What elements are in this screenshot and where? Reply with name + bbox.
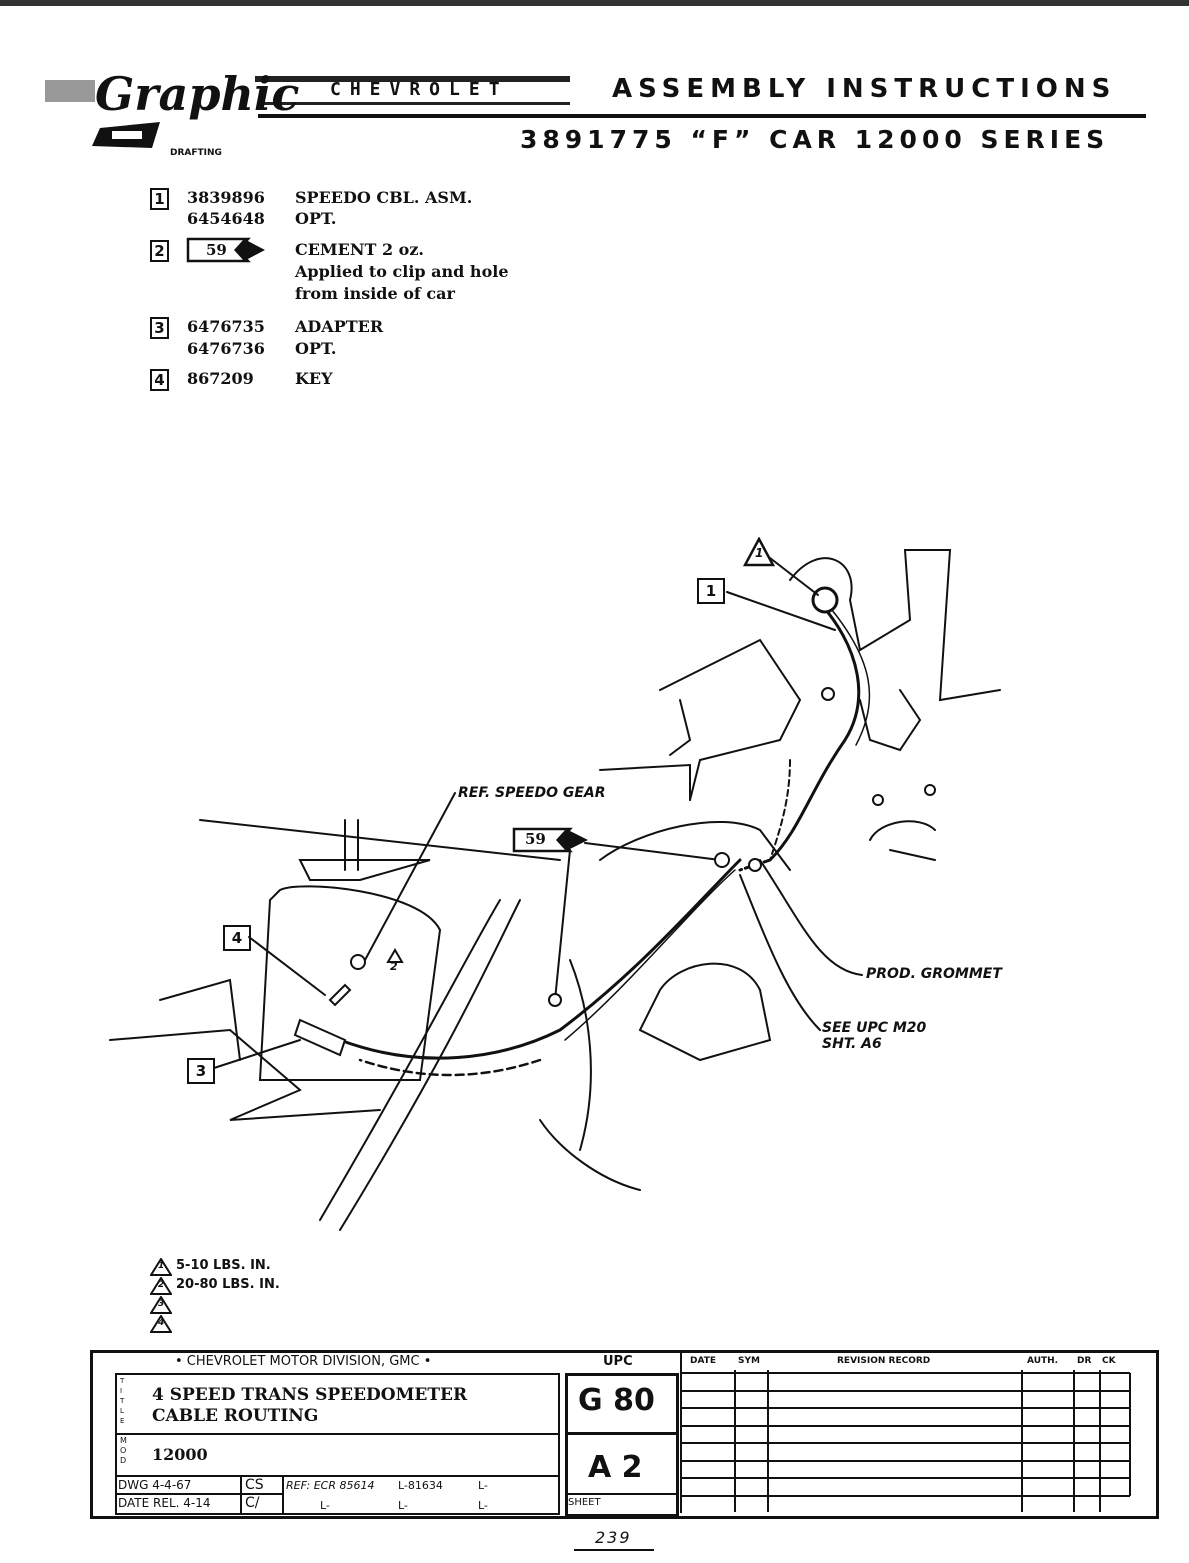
torque-1-triangle-icon xyxy=(743,537,775,567)
triangle-4-icon xyxy=(150,1315,172,1333)
rev-header-record: REVISION RECORD xyxy=(837,1356,931,1366)
part-description: Applied to clip and hole xyxy=(295,262,509,281)
page-subtitle: 3891775 “F” CAR 12000 SERIES xyxy=(520,125,1110,154)
part-description: from inside of car xyxy=(295,284,455,303)
part-number: 6476735 xyxy=(187,317,265,336)
division-label: • CHEVROLET MOTOR DIVISION, GMC • xyxy=(175,1354,432,1369)
part-description: SPEEDO CBL. ASM. xyxy=(295,188,473,207)
torque-1-marker: 1 xyxy=(755,546,764,560)
top-border xyxy=(0,0,1189,6)
part-description: OPT. xyxy=(295,339,337,358)
date-rel-initials: C/ xyxy=(245,1495,260,1511)
torque-ref: 4 xyxy=(158,1318,165,1328)
model-label: MOD xyxy=(120,1436,127,1465)
reference-l3: L- xyxy=(320,1499,330,1512)
part-ref: 2 xyxy=(150,240,169,262)
part-description: KEY xyxy=(295,369,333,388)
part-ref: 3 xyxy=(150,317,169,339)
rev-header-auth: AUTH. xyxy=(1027,1356,1059,1366)
logo-drafting-text: DRAFTING xyxy=(170,148,222,158)
triangle-2-icon xyxy=(150,1277,172,1295)
logo-brand-text: CHEVROLET xyxy=(330,79,509,100)
torque-ref: 1 xyxy=(158,1261,165,1271)
part-ref: 4 xyxy=(150,369,169,391)
part-description: OPT. xyxy=(295,209,337,228)
title-block xyxy=(90,1350,1159,1519)
dwg-date: DWG 4-4-67 xyxy=(118,1478,192,1492)
rev-header-ck: CK xyxy=(1102,1356,1116,1366)
drawing-title-line1: 4 SPEED TRANS SPEEDOMETER xyxy=(152,1385,468,1405)
reference-l5: L- xyxy=(478,1499,488,1512)
upc-sheet: A 2 xyxy=(588,1450,643,1485)
part-number: 867209 xyxy=(187,369,254,388)
see-upc-label: SEE UPC M20 xyxy=(822,1020,927,1036)
title-label: TITLE xyxy=(120,1377,125,1425)
sheet-label: SHEET xyxy=(568,1497,601,1508)
reference-l2: L- xyxy=(478,1479,488,1492)
part-number: 3839896 xyxy=(187,188,265,207)
torque-ref: 2 xyxy=(158,1280,165,1290)
drawing-title-line2: CABLE ROUTING xyxy=(152,1406,319,1426)
callout-4: 4 xyxy=(223,925,251,951)
part-ref: 1 xyxy=(150,188,169,210)
drawing-info-cell xyxy=(115,1475,560,1515)
part-number: 6476736 xyxy=(187,339,265,358)
header-rule xyxy=(258,114,1146,118)
reference-ecr: REF: ECR 85614 xyxy=(286,1479,375,1492)
triangle-3-icon xyxy=(150,1296,172,1314)
cement-tag-number: 59 xyxy=(206,241,227,259)
torque-value: 5-10 LBS. IN. xyxy=(176,1258,271,1273)
chevrolet-graphic-logo: DRAFTING Graphic CHEVROLET xyxy=(40,67,575,163)
page-number-underline xyxy=(574,1549,654,1551)
logo-script-text: Graphic xyxy=(95,67,300,121)
torque-value: 20-80 LBS. IN. xyxy=(176,1277,280,1292)
page-title: ASSEMBLY INSTRUCTIONS xyxy=(612,74,1117,104)
see-upc-sheet-label: SHT. A6 xyxy=(822,1036,882,1052)
model-number: 12000 xyxy=(152,1445,208,1464)
callout-3: 3 xyxy=(187,1058,215,1084)
page-number: 239 xyxy=(595,1528,632,1547)
part-number: 6454648 xyxy=(187,209,265,228)
torque-ref: 3 xyxy=(158,1299,165,1309)
upc-label: UPC xyxy=(603,1354,633,1369)
prod-grommet-label: PROD. GROMMET xyxy=(866,966,1002,982)
cement-tag-59: 59 xyxy=(525,830,546,848)
reference-l1: L-81634 xyxy=(398,1479,443,1492)
upc-group: G 80 xyxy=(578,1383,655,1418)
reference-l4: L- xyxy=(398,1499,408,1512)
torque-2-marker: 2 xyxy=(390,960,398,973)
rev-header-date: DATE xyxy=(690,1356,717,1366)
rev-header-dr: DR xyxy=(1077,1356,1092,1366)
revision-record-grid xyxy=(682,1370,1131,1512)
revision-divider xyxy=(680,1350,682,1513)
upc-cell xyxy=(565,1373,679,1517)
dwg-initials: CS xyxy=(245,1477,264,1493)
part-description: ADAPTER xyxy=(295,317,384,336)
part-description: CEMENT 2 oz. xyxy=(295,240,424,259)
rev-header-sym: SYM xyxy=(738,1356,760,1366)
triangle-1-icon xyxy=(150,1258,172,1276)
cement-tag-59-icon xyxy=(512,827,588,853)
date-released: DATE REL. 4-14 xyxy=(118,1496,211,1510)
cement-tag-icon xyxy=(186,237,265,263)
callout-1: 1 xyxy=(697,578,725,604)
ref-speedo-gear-label: REF. SPEEDO GEAR xyxy=(458,785,606,801)
